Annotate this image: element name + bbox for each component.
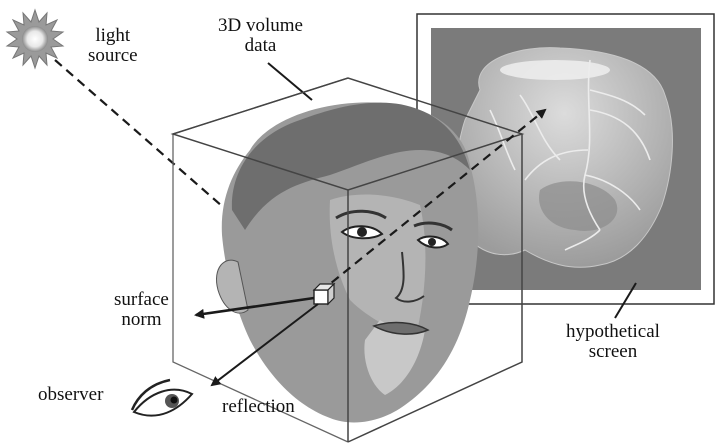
observer-eye-icon <box>130 378 194 417</box>
voxel-icon <box>312 282 336 306</box>
screen-leader <box>614 282 637 319</box>
volume-leader <box>267 62 313 101</box>
hypothetical-screen <box>416 13 715 305</box>
face-illustration <box>216 102 479 423</box>
label-hypothetical-screen: hypothetical screen <box>566 321 660 362</box>
brain-image <box>455 47 673 268</box>
volume-cube-front <box>170 77 525 443</box>
light-source-icon <box>5 8 65 70</box>
view-ray <box>319 108 547 293</box>
label-observer: observer <box>38 384 104 405</box>
surface-normal-arrow <box>194 296 315 319</box>
label-3d-volume-data: 3D volume data <box>218 15 303 56</box>
label-light-source: light source <box>88 25 138 66</box>
reflection-arrow <box>210 303 319 387</box>
label-surface-norm: surface norm <box>114 289 169 330</box>
label-reflection: reflection <box>222 396 295 417</box>
